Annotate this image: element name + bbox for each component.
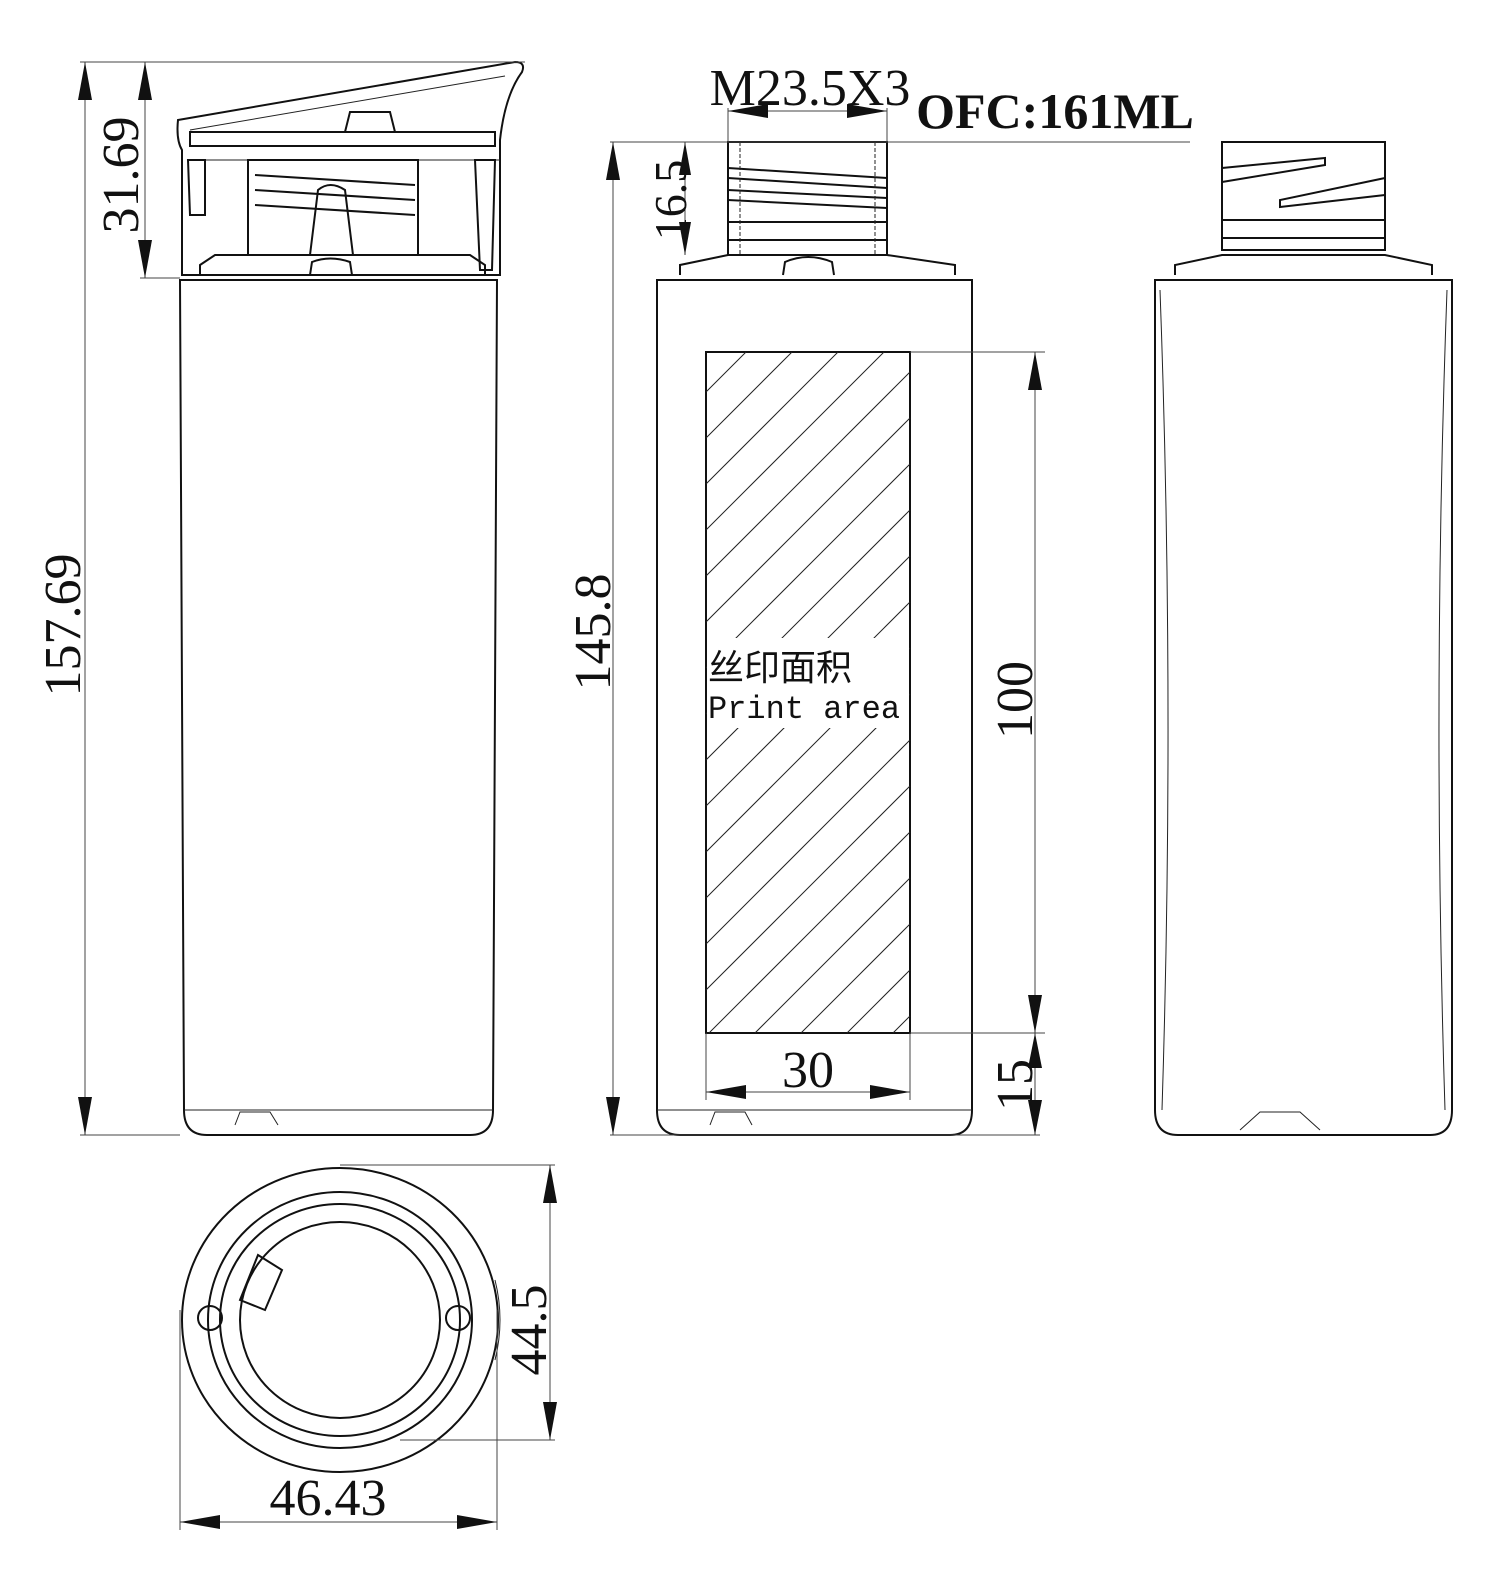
side-view-with-cap: 157.69 31.69: [35, 60, 525, 1136]
hatch-line: [708, 831, 911, 1034]
dim-print-width: 30: [782, 1042, 834, 1099]
thread-spec: M23.5X3: [710, 60, 911, 117]
capacity-label: OFC:161ML: [916, 83, 1194, 139]
hatch-line: [892, 1015, 911, 1034]
front-view: 丝印面积 Print area 145.8 16.5 M23.5X3 OFC:1…: [565, 60, 1194, 1136]
side-view: [1154, 141, 1453, 1136]
hatch-line: [705, 351, 747, 393]
hatch-line: [800, 923, 911, 1034]
bottom-view: 44.5 46.43: [179, 1164, 558, 1530]
dim-print-offset: 15: [987, 1059, 1044, 1111]
print-area-label-en: Print area: [708, 691, 900, 728]
hatch-line: [705, 463, 911, 669]
neck: [727, 141, 888, 256]
print-area-hatch: [705, 351, 911, 1034]
hatch-line: [846, 969, 911, 1034]
bottle-body-side: [1154, 279, 1453, 1136]
cap-lid: [176, 60, 525, 276]
bottle-body: [178, 279, 499, 1136]
print-area-box: [705, 351, 911, 1034]
dim-bottle-width: 46.43: [270, 1470, 387, 1527]
hatch-line: [754, 877, 911, 1034]
dim-bottle-height: 145.8: [565, 574, 622, 691]
print-area-label-cn: 丝印面积: [708, 648, 852, 689]
hatch-line: [705, 785, 911, 991]
dim-neck-height: 16.5: [645, 160, 696, 241]
dim-print-height: 100: [987, 661, 1044, 739]
hatch-line: [705, 351, 839, 485]
hatch-line: [705, 351, 885, 531]
hatch-line: [705, 371, 911, 577]
dim-bottle-depth: 44.5: [501, 1285, 558, 1376]
dim-total-height: 157.69: [35, 554, 92, 697]
hatch-line: [705, 739, 911, 945]
hatch-line: [705, 417, 911, 623]
dim-cap-height: 31.69: [93, 117, 150, 234]
hatch-line: [705, 351, 793, 439]
